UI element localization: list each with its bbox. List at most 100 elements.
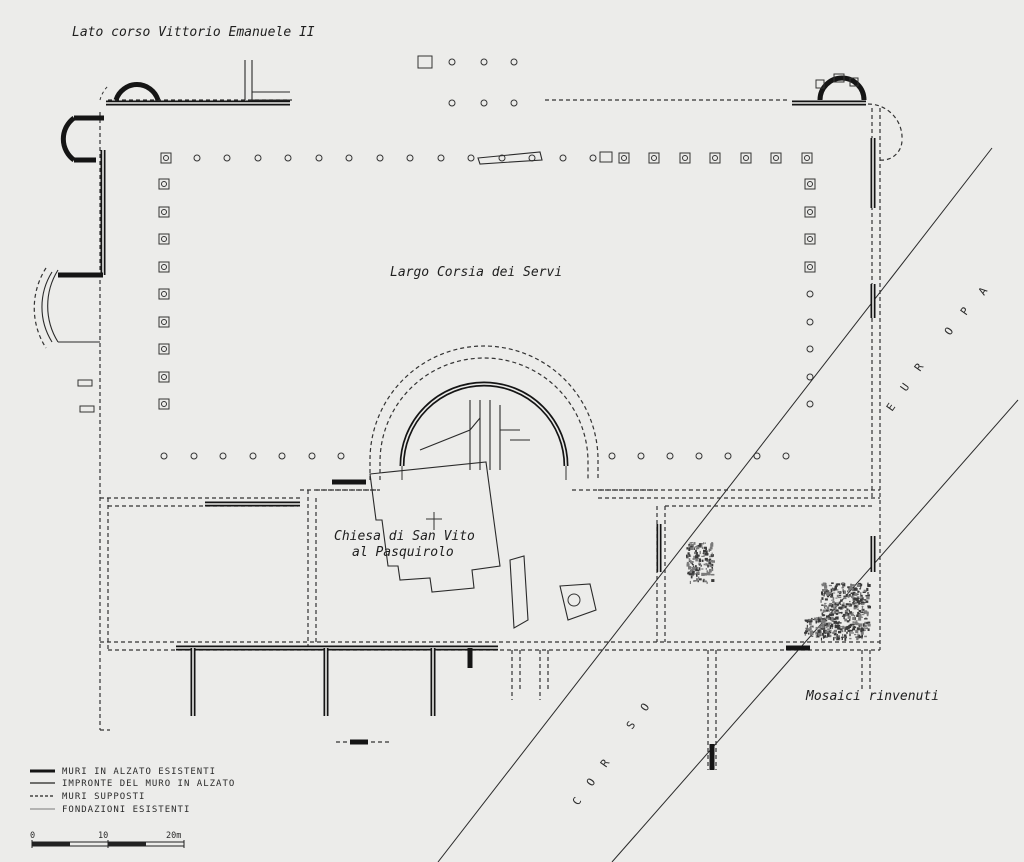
mosaic-tile [833, 618, 836, 620]
legend-item-supposti: MURI SUPPOSTI [30, 792, 145, 802]
mosaic-tile [831, 582, 834, 584]
mosaic-tile [849, 600, 851, 603]
mosaic-tile [835, 585, 838, 587]
column-dot [160, 452, 168, 460]
mosaic-tile [825, 635, 827, 638]
mosaic-tile [821, 592, 825, 594]
mosaic-tile [692, 566, 695, 568]
mosaic-tile [862, 609, 864, 612]
column-dot [559, 154, 567, 162]
mosaic-tile [847, 608, 849, 611]
mosaic-tile [821, 632, 824, 636]
mosaic-tile [709, 548, 712, 551]
mosaic-tile [808, 618, 812, 621]
mosaic-tile [711, 552, 713, 556]
column-dot [223, 154, 231, 162]
mosaic-tile [822, 627, 826, 630]
mosaic-tile [822, 635, 826, 638]
mosaic-tile [711, 568, 714, 572]
mosaic-tile [830, 588, 833, 593]
mosaic-tile [824, 631, 826, 633]
mosaic-tile [863, 602, 866, 604]
mosaic-tile [810, 625, 814, 627]
left-apses [33, 82, 161, 349]
mosaic-tile [711, 573, 715, 576]
mosaic-tile [821, 618, 825, 620]
column-dot [806, 318, 814, 326]
mosaic-tile [836, 637, 840, 641]
mosaic-tile [867, 628, 870, 631]
mosaic-tile [704, 572, 708, 576]
mosaic-tile [821, 591, 823, 595]
mosaic-tile [860, 586, 862, 589]
mosaic-tile [690, 569, 693, 572]
scale-bar: 0 10 20m [30, 831, 185, 848]
mosaic-tile [834, 604, 838, 607]
mosaic-tile [696, 554, 700, 557]
legend-item-fondazioni: FONDAZIONI ESISTENTI [30, 805, 189, 815]
mosaic-tile [858, 625, 860, 627]
road-letter: O [638, 701, 652, 714]
mosaic-tile [826, 592, 830, 596]
mosaic-tile [832, 631, 835, 634]
mosaic-tile [694, 546, 698, 548]
right-apse [815, 73, 903, 161]
label-mosaics: Mosaici rinvenuti [805, 689, 939, 704]
mosaic-tile [834, 625, 838, 629]
mosaic-tile [853, 621, 857, 623]
column-dot [608, 452, 616, 460]
mosaic-tile [689, 555, 692, 557]
mosaic-tile [847, 590, 849, 592]
mosaic-tile [693, 548, 695, 550]
mosaic-tile [826, 632, 829, 634]
mosaic-tile [695, 568, 698, 572]
mosaic-tile [688, 558, 691, 561]
mosaic-tile [852, 625, 854, 627]
column-base [709, 152, 721, 164]
mosaic-tile [824, 585, 828, 589]
mosaic-tile [864, 624, 867, 627]
column-dot [807, 209, 813, 215]
mosaic-tile [833, 620, 837, 624]
mosaic-tile [709, 555, 711, 558]
mosaic-tile [843, 596, 847, 600]
mosaic-tile [844, 613, 848, 617]
mosaic-tile [829, 608, 833, 611]
mosaic-tile [696, 552, 698, 556]
mosaic-tile [835, 616, 839, 620]
mosaic-tile [824, 607, 826, 609]
mosaic-tile [866, 622, 869, 624]
mosaic-tile [695, 555, 699, 559]
legend-label: MURI SUPPOSTI [62, 792, 145, 802]
mosaic-tile [827, 617, 830, 620]
column-dot [510, 58, 518, 66]
mosaic-tile [838, 596, 842, 599]
column-dot [589, 154, 597, 162]
road-letter: A [976, 285, 991, 298]
column-dot [308, 452, 316, 460]
column-dot [337, 452, 345, 460]
column-dot [480, 58, 488, 66]
column-dot [193, 154, 201, 162]
legend-label: MURI IN ALZATO ESISTENTI [62, 767, 216, 777]
mosaic-tile [853, 587, 857, 591]
mosaic-tile [851, 613, 853, 616]
scale-tick-label: 20m [166, 831, 181, 841]
mosaic-tile [817, 629, 821, 633]
road-letter: E [884, 401, 898, 414]
column-dot [161, 319, 167, 325]
road-letter: O [942, 325, 956, 338]
mosaic-tile [852, 591, 856, 594]
mosaic-tile [843, 626, 846, 629]
mosaic-tile [860, 594, 863, 598]
column-base [770, 152, 782, 164]
mosaic-tile [849, 637, 852, 640]
mosaic-tile [812, 619, 816, 621]
mosaic-tile [865, 600, 869, 603]
mosaic-tile [820, 637, 822, 641]
column-dot [773, 155, 779, 161]
mosaic-tile [841, 615, 846, 617]
mosaic-tile [701, 546, 704, 549]
mosaic-tile [701, 568, 704, 570]
mosaic-tile [809, 626, 812, 631]
